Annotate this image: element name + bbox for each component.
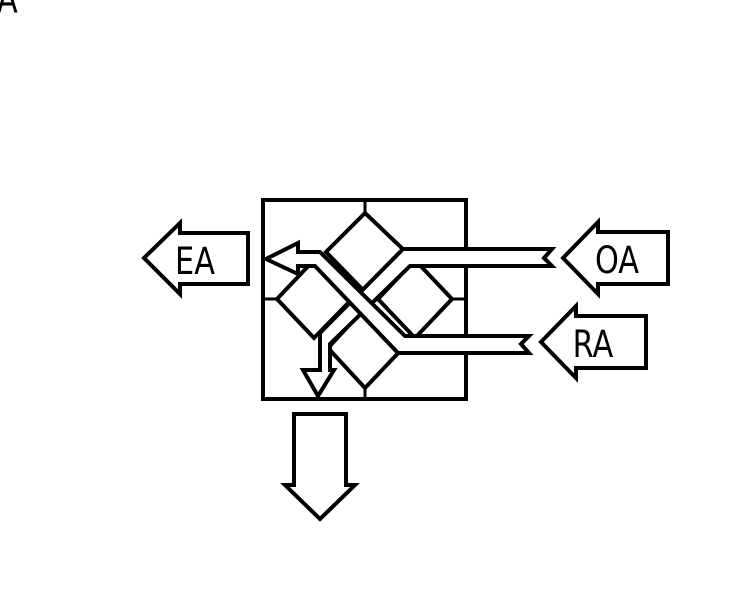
oa-arrow-shape xyxy=(560,217,670,299)
ea-arrow-shape xyxy=(141,218,250,299)
ra-arrow: RA xyxy=(538,301,648,383)
oa-arrow: OA xyxy=(560,217,670,299)
fa-arrow-shape xyxy=(280,412,360,522)
fa-arrow: FA xyxy=(0,0,360,522)
outdoor-air-duct xyxy=(299,247,557,400)
fa-label: FA xyxy=(0,0,18,21)
ea-label: EA xyxy=(175,240,215,283)
ea-arrow: EA xyxy=(141,218,250,299)
oa-label: OA xyxy=(595,239,639,282)
ra-arrow-shape xyxy=(538,301,648,383)
return-air-duct xyxy=(261,239,534,355)
ra-label: RA xyxy=(573,323,614,366)
